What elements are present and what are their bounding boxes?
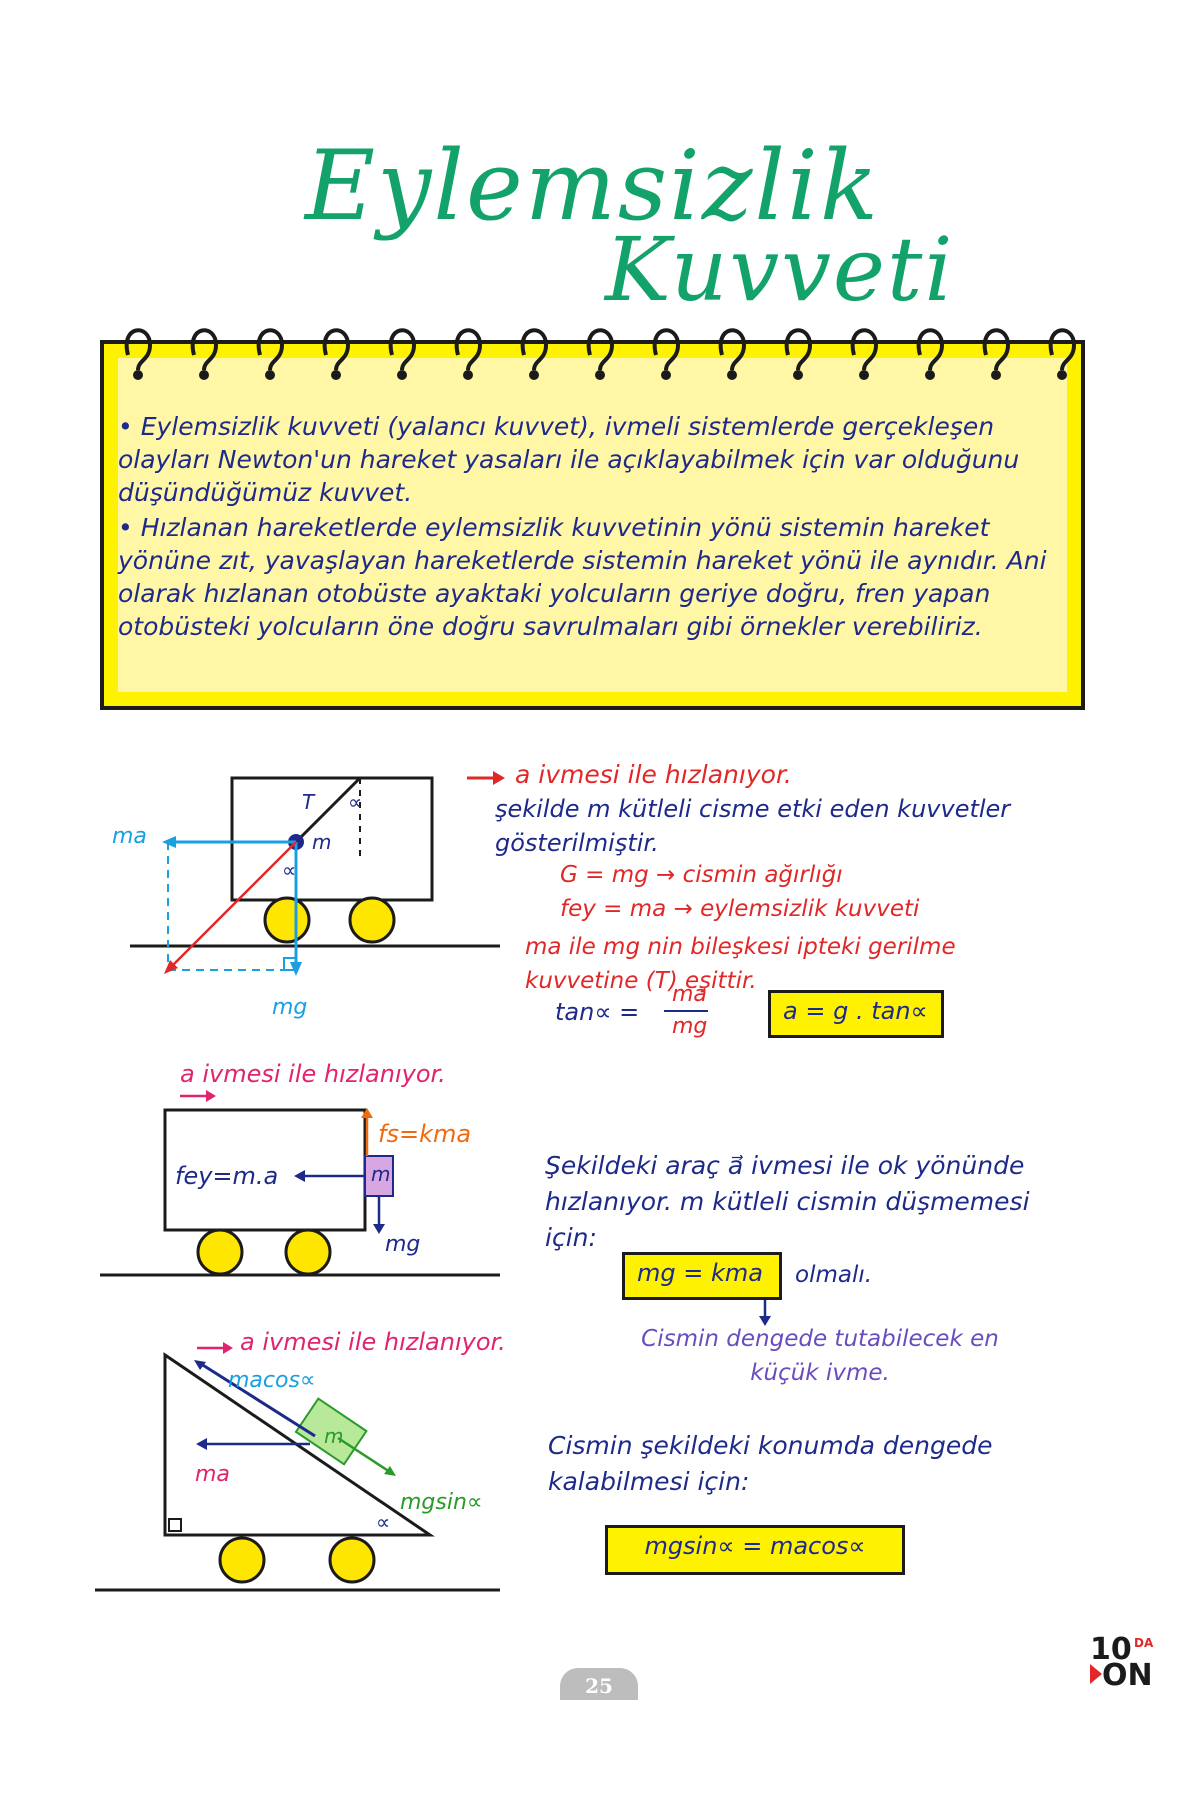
incline-cart-diagram (95, 1352, 500, 1592)
label-m: m (312, 830, 332, 854)
min-acceleration-box: mg = kma (622, 1252, 782, 1300)
pink-arrow-icon-2 (197, 1342, 233, 1354)
acceleration-formula-box: a = g . tan∝ (768, 990, 944, 1038)
pink-arrow-icon (180, 1090, 216, 1102)
logo-top-text: 10 (1090, 1632, 1132, 1667)
section2-heading: a ivmesi ile hızlanıyor. (180, 1060, 446, 1088)
weight-definition: G = mg → cismin ağırlığı (560, 862, 843, 888)
component-macos-label: macos∝ (228, 1368, 316, 1393)
incline-angle-label: ∝ (376, 1510, 391, 1534)
block-cart-diagram (100, 1108, 500, 1277)
spiral-binding (124, 328, 1077, 380)
logo-small-text: DA (1134, 1636, 1154, 1650)
component-ma-label: ma (195, 1462, 230, 1487)
section1-heading: a ivmesi ile hızlanıyor. (515, 760, 792, 789)
incline-block-label: m (324, 1424, 344, 1448)
block-weight-label: mg (385, 1232, 421, 1257)
block-mass-label: m (371, 1162, 391, 1186)
section3-heading: a ivmesi ile hızlanıyor. (240, 1328, 506, 1356)
definition-text: • Eylemsizlik kuvveti (yalancı kuvvet), … (118, 410, 1078, 645)
pendulum-cart-diagram (130, 776, 500, 976)
inertial-force-definition: fey = ma → eylemsizlik kuvveti (560, 896, 920, 922)
section2-text: Şekildeki araç a⃗ ivmesi ile ok yönünde … (545, 1151, 1030, 1252)
inertial-force-label: fey=m.a (175, 1162, 279, 1190)
section1-result: ma ile mg nin bileşkesi ipteki gerilme k… (525, 934, 956, 994)
logo-red-triangle (1090, 1664, 1102, 1684)
fraction-bar (664, 1010, 708, 1012)
definition-note-box (100, 340, 1085, 710)
definition-paragraph-2: • Hızlanan hareketlerde eylemsizlik kuvv… (118, 513, 1047, 641)
component-mgsin-label: mgsin∝ (400, 1490, 483, 1515)
min-acceleration-suffix: olmalı. (795, 1262, 873, 1288)
tan-lhs: tan∝ = (555, 998, 640, 1026)
definition-paragraph-1: • Eylemsizlik kuvveti (yalancı kuvvet), … (118, 412, 1020, 507)
publisher-logo: 10 DA ON (1090, 1632, 1170, 1693)
section3-text: Cismin şekildeki konumda dengede kalabil… (548, 1431, 993, 1496)
logo-bottom-text: ON (1102, 1658, 1153, 1693)
incline-equilibrium-box: mgsin∝ = macos∝ (605, 1525, 905, 1575)
label-alpha-mid: ∝ (282, 858, 297, 882)
page-number: 25 (560, 1668, 638, 1700)
friction-force-label: fs=kma (378, 1120, 472, 1148)
label-alpha-top: ∝ (348, 790, 363, 814)
label-ma: ma (112, 824, 147, 849)
section1-text: şekilde m kütleli cisme etki eden kuvvet… (495, 795, 1011, 857)
label-T: T (302, 790, 315, 814)
label-mg: mg (272, 995, 308, 1020)
page-title-line2: Kuvveti (605, 218, 955, 321)
tan-numerator: ma (672, 982, 707, 1007)
min-acceleration-note: Cismin dengede tutabilecek en küçük ivme… (641, 1326, 999, 1386)
tan-denominator: mg (672, 1014, 708, 1039)
down-arrow-icon (759, 1300, 771, 1326)
page-title-line1: Eylemsizlik (305, 130, 880, 242)
red-arrow-icon (467, 771, 505, 785)
